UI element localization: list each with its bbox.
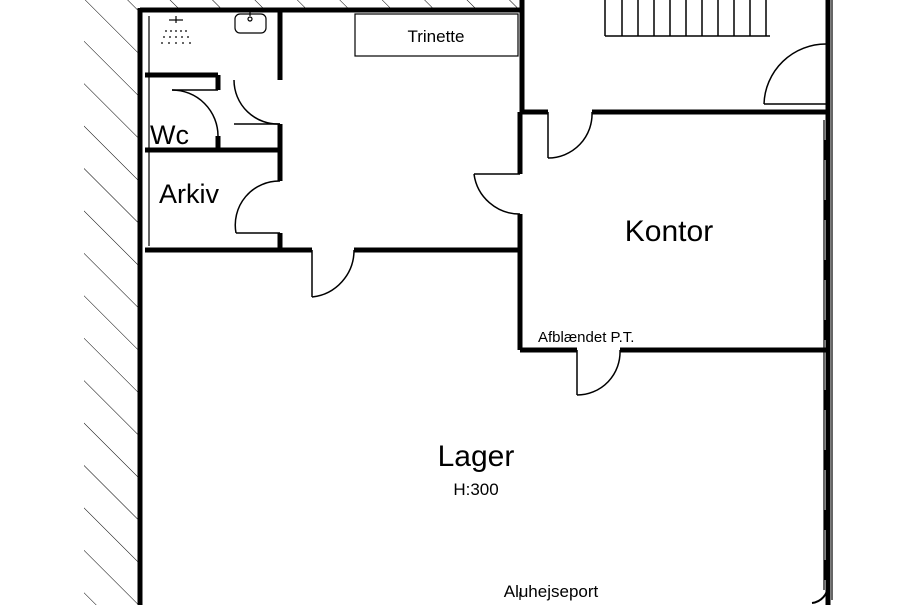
shower-icon (161, 16, 191, 44)
door-bath (233, 79, 281, 125)
note-afblaendet: Afblændet P.T. (538, 329, 634, 346)
room-label-wc: Wc (150, 120, 189, 150)
note-aluhejseport: Aluhejseport (504, 582, 599, 601)
door-kontor-north (547, 111, 593, 159)
room-label-trinette: Trinette (407, 27, 464, 46)
secondary-lines (148, 0, 833, 600)
door-blanked (576, 349, 621, 396)
door-arkiv (234, 180, 281, 234)
sink-icon (234, 12, 267, 34)
room-label-lager: Lager (438, 440, 515, 473)
exterior-hatch (84, 0, 520, 605)
stairs (604, 0, 770, 37)
door-lager-top (311, 249, 355, 298)
door-kontor-west (473, 173, 521, 215)
walls (137, 0, 831, 605)
door-stair (763, 43, 827, 105)
corner-curve (811, 584, 830, 604)
room-label-kontor: Kontor (625, 215, 713, 248)
door-wc (171, 89, 219, 137)
lager-height: H:300 (453, 480, 498, 499)
room-label-arkiv: Arkiv (159, 179, 219, 209)
